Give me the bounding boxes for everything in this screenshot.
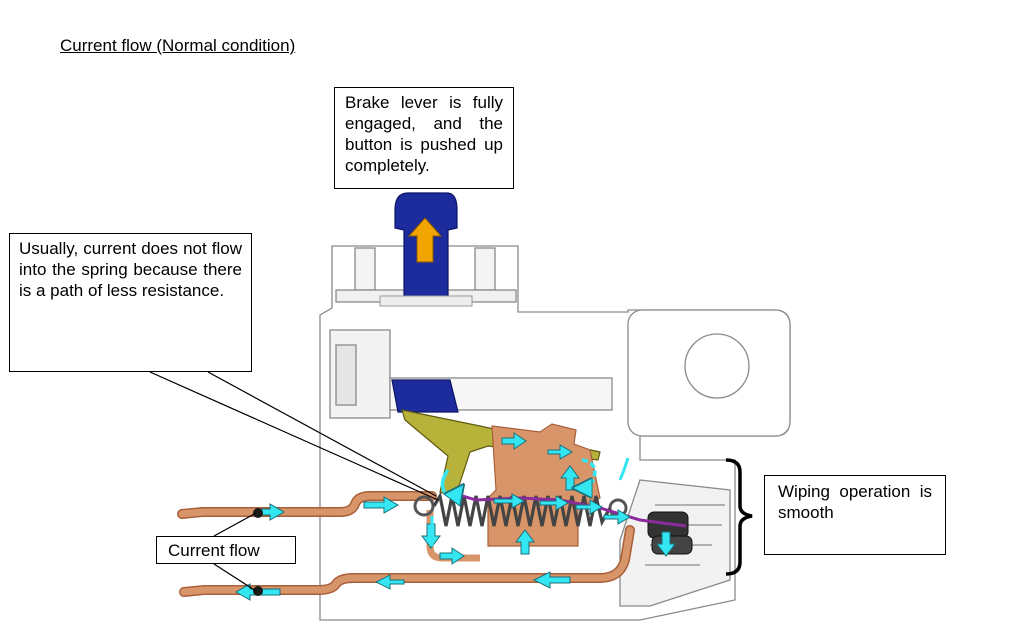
flow-arrow-icon (547, 444, 573, 460)
curved-flow-arrow (582, 458, 597, 488)
flow-arrow-icon (575, 499, 603, 515)
flow-arrow-icon (603, 509, 631, 525)
callout-wiping: Wiping operation is smooth (764, 475, 946, 555)
callout-brake-lever: Brake lever is fully engaged, and the bu… (334, 87, 514, 189)
flow-arrow-icon (501, 432, 527, 450)
curved-flow-arrow (440, 468, 458, 497)
flow-marker-dot (253, 508, 263, 518)
flow-arrow-icon (374, 574, 405, 590)
mounting-hole (684, 333, 750, 399)
flow-arrow-icon (539, 495, 569, 511)
page-title: Current flow (Normal condition) (60, 36, 296, 55)
flow-marker-dot (253, 586, 263, 596)
flow-arrow-icon (532, 571, 571, 589)
upper-terminal (177, 491, 437, 519)
wiping-bracket (725, 458, 753, 576)
callout-spring: Usually, current does not flow into the … (9, 233, 252, 372)
flow-arrow-icon (439, 547, 465, 565)
lower-terminal (179, 525, 635, 597)
flow-arrow-icon (363, 496, 400, 514)
callout-current-flow: Current flow (156, 536, 296, 564)
callout-leaders (149, 371, 439, 592)
flow-arrow-icon (515, 529, 535, 555)
flow-arrow-icon (618, 457, 630, 481)
flow-arrow-icon (493, 493, 525, 509)
flow-arrow-icon (656, 531, 676, 557)
up-arrow-icon (407, 217, 443, 263)
